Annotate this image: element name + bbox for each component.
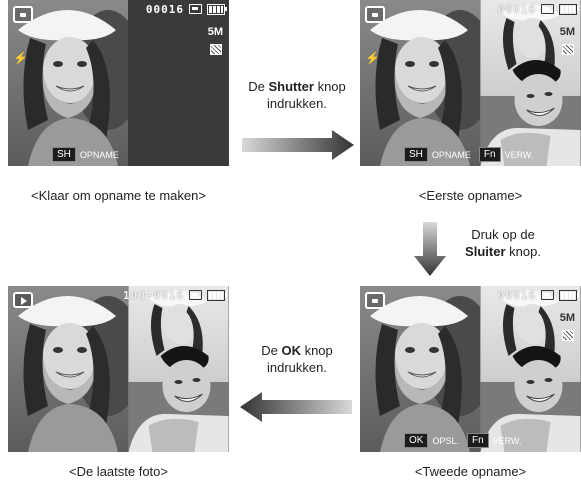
instruction-step1: De Shutter knop indrukken. [232, 78, 362, 112]
photo-woman [8, 0, 128, 166]
memory-icon [189, 290, 202, 300]
file-number: 100-0016 [123, 288, 184, 302]
camera-mode-icon [13, 6, 33, 23]
step2-line1: Druk op de [471, 227, 535, 242]
shot-counter: 00016 [497, 288, 536, 302]
screen-first: ⚡ 00016 5M SH OPNAME Fn VERW. [360, 0, 581, 166]
status-bar: 00016 [497, 288, 579, 302]
fn-key[interactable]: Fn [478, 147, 501, 162]
step1-pre: De [248, 79, 269, 94]
photo-woman [360, 0, 480, 166]
battery-icon [559, 289, 579, 301]
sh-key[interactable]: SH [52, 147, 76, 162]
step3-bold: OK [281, 343, 301, 358]
arrow-right-icon [242, 130, 354, 160]
camera-mode-icon [365, 6, 385, 23]
photo-woman [8, 286, 128, 452]
step2-bold: Sluiter [465, 244, 506, 259]
image-size-badge: 5M [207, 26, 223, 38]
caption-last: <De laatste foto> [68, 464, 168, 479]
photo-couple [480, 0, 581, 166]
status-bar: 100-0016 [123, 288, 227, 302]
quality-icon [562, 330, 574, 341]
step1-post: knop [313, 79, 346, 94]
flash-icon: ⚡ [13, 51, 28, 65]
sh-key-label: OPNAME [431, 149, 471, 160]
soft-key-bar: SH OPNAME Fn VERW. [404, 147, 537, 162]
quality-icon [210, 44, 222, 55]
ok-key-label: OPSL. [432, 435, 459, 446]
battery-icon [559, 3, 579, 15]
memory-icon [541, 4, 554, 14]
status-bar: 00016 [145, 2, 227, 16]
camera-mode-icon [365, 292, 385, 309]
step1-line2: indrukken. [267, 96, 327, 111]
instruction-step3: De OK knop indrukken. [232, 342, 362, 376]
soft-key-bar: OK OPSL. Fn VERW. [404, 433, 525, 448]
screen-ready: ⚡ 00016 5M SH OPNAME [8, 0, 229, 166]
ok-key[interactable]: OK [404, 433, 429, 448]
status-bar: 00016 [497, 2, 579, 16]
memory-icon [541, 290, 554, 300]
image-size-badge: 5M [559, 312, 575, 324]
playback-mode-icon [13, 292, 33, 308]
battery-icon [207, 3, 227, 15]
memory-icon [189, 4, 202, 14]
flash-icon: ⚡ [365, 51, 380, 65]
empty-frame-area [128, 0, 229, 166]
step3-post: knop [300, 343, 333, 358]
fn-key-label: VERW. [504, 149, 534, 160]
instruction-step2: Druk op de Sluiter knop. [448, 226, 558, 260]
screen-second: 00016 5M OK OPSL. Fn VERW. [360, 286, 581, 452]
fn-key-label: VERW. [492, 435, 522, 446]
step3-line2: indrukken. [267, 360, 327, 375]
arrow-down-icon [414, 222, 446, 276]
arrow-left-icon [240, 392, 352, 422]
caption-first: <Eerste opname> [418, 188, 523, 203]
battery-icon [207, 289, 227, 301]
step3-pre: De [261, 343, 282, 358]
caption-second: <Tweede opname> [414, 464, 527, 479]
step2-post: knop. [505, 244, 541, 259]
soft-key-bar: SH OPNAME [52, 147, 123, 162]
shot-counter: 00016 [497, 2, 536, 16]
image-size-badge: 5M [559, 26, 575, 38]
sh-key[interactable]: SH [404, 147, 428, 162]
photo-woman [360, 286, 480, 452]
caption-ready: <Klaar om opname te maken> [31, 188, 206, 203]
step1-bold: Shutter [268, 79, 314, 94]
fn-key[interactable]: Fn [466, 433, 489, 448]
sh-key-label: OPNAME [79, 149, 119, 160]
photo-couple [128, 286, 229, 452]
quality-icon [562, 44, 574, 55]
shot-counter: 00016 [145, 2, 184, 16]
screen-last: 100-0016 [8, 286, 229, 452]
photo-couple [480, 286, 581, 452]
